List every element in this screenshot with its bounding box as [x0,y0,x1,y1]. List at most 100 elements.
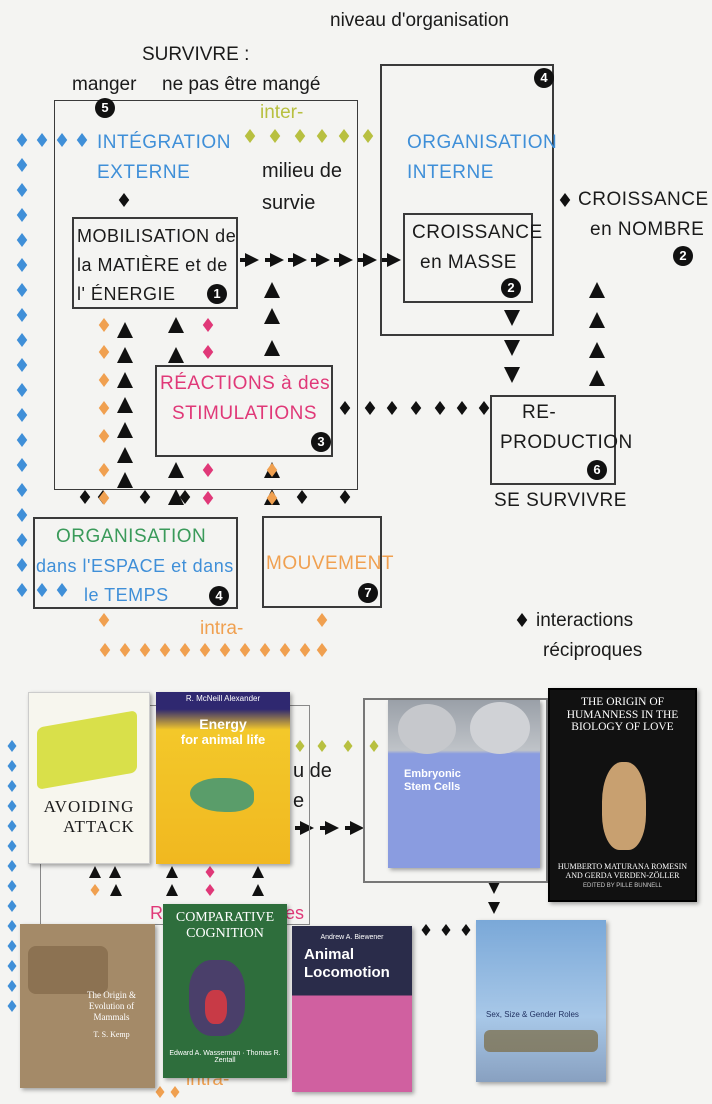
growth-number-title-2: en NOMBRE [590,219,705,240]
diamond-marker [98,429,110,443]
triangle-marker [168,489,184,505]
diamond-marker [369,740,379,752]
reproduction-title-2: PRODUCTION [500,432,633,453]
triangle-marker [488,882,500,894]
triangle-marker [270,253,284,267]
triangle-marker [168,317,184,333]
triangle-marker [117,372,133,388]
diamond-marker [441,924,451,936]
space-time-title-2: dans l'ESPACE et dans [36,556,234,576]
not-be-eaten-label: ne pas être mangé [162,74,321,95]
org-level-label: niveau d'organisation [330,10,509,31]
avoiding-title-1: AVOIDING [43,797,135,816]
venus-figurine-image [602,762,646,850]
triangle-marker [117,472,133,488]
external-integration-box [54,100,358,490]
diamond-marker [434,401,446,415]
diamond-marker [7,960,17,972]
diamond-marker [16,483,28,497]
diamond-marker [170,1086,180,1098]
diamond-marker [202,345,214,359]
diamond-marker [76,133,88,147]
growth-mass-title-1: CROISSANCE [412,222,543,243]
diamond-marker [478,401,490,415]
legend-interactions-1: interactions [536,610,634,631]
book-energy-animal-life: R. McNeill Alexander Energy for animal l… [156,692,290,864]
triangle-marker [350,821,364,835]
book-origin-of-humanness: THE ORIGIN OF HUMANNESS IN THE BIOLOGY O… [548,688,697,902]
diamond-marker [7,840,17,852]
number-badge-2-number: 2 [673,246,693,266]
diamond-marker [456,401,468,415]
internal-organisation-title-1: ORGANISATION [407,132,558,153]
diamond-marker [7,980,17,992]
diamond-marker [343,740,353,752]
internal-organisation-box [380,64,554,336]
triangle-marker [504,367,520,383]
diamond-marker [317,740,327,752]
book-avoiding-attack: AVOIDING ATTACK [28,692,150,864]
diamond-marker [266,463,278,477]
diamond-marker [294,129,306,143]
diamond-marker [279,643,291,657]
diamond-marker [7,920,17,932]
triangle-marker [168,462,184,478]
diamond-marker [16,383,28,397]
triangle-marker [339,253,353,267]
intra-label: intra- [200,618,244,639]
diamond-marker [16,258,28,272]
diamond-marker [16,283,28,297]
diamond-marker [338,129,350,143]
diamond-marker [259,643,271,657]
diamond-marker [99,643,111,657]
diamond-marker [7,780,17,792]
book-animal-locomotion: Andrew A. Biewener Animal Locomotion [292,926,412,1092]
locomotion-title-2: Locomotion [304,964,390,981]
cell-image-left [398,704,456,754]
growth-mass-box [403,213,533,303]
diamond-marker [7,900,17,912]
bg-survival-text-2: e [293,790,305,812]
diamond-marker [7,740,17,752]
avoiding-title-2: ATTACK [63,817,135,836]
triangle-marker [363,253,377,267]
avoiding-cover-art [37,710,137,790]
diamond-marker [7,880,17,892]
triangle-marker [117,347,133,363]
triangle-marker [117,322,133,338]
diamond-marker [16,533,28,547]
diamond-marker [362,129,374,143]
humanness-title: THE ORIGIN OF HUMANNESS IN THE BIOLOGY O… [566,696,679,733]
internal-organisation-title-2: INTERNE [407,162,494,183]
diamond-marker [205,884,215,896]
bg-survival-text-1: u de [293,760,332,782]
diamond-marker [98,318,110,332]
cell-image-right [470,702,530,754]
diamond-marker [219,643,231,657]
diamond-marker [296,490,308,504]
diamond-marker [244,129,256,143]
inter-label: inter- [260,102,304,123]
external-integration-title-2: EXTERNE [97,162,191,183]
diamond-marker [239,643,251,657]
triangle-marker [589,282,605,298]
movement-title: MOUVEMENT [266,553,394,574]
diamond-marker [16,433,28,447]
triangle-marker [252,866,264,878]
diamond-marker [16,208,28,222]
diamond-marker [339,490,351,504]
diamond-marker [119,643,131,657]
cognition-title-1: COMPARATIVE [175,910,275,925]
diamond-marker [364,401,376,415]
diamond-marker [410,401,422,415]
diamond-marker [386,401,398,415]
eat-label: manger [72,74,137,95]
diamond-marker [90,884,100,896]
diamond-marker [98,401,110,415]
fossil-image [28,946,108,994]
diamond-marker [98,373,110,387]
diamond-marker [56,583,68,597]
diamond-marker [461,924,471,936]
stem-title-1: Embryonic [404,768,461,780]
diamond-marker [98,463,110,477]
